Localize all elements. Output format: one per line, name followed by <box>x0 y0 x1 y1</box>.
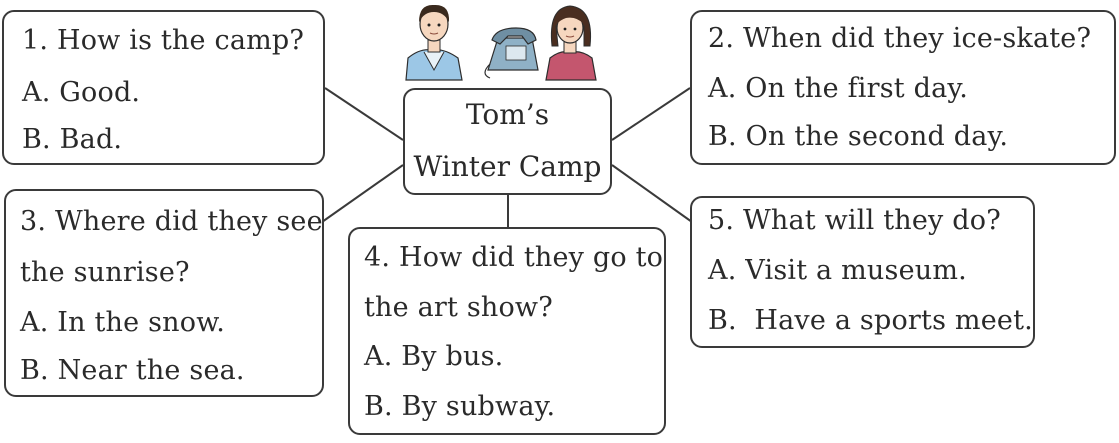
center-topic-box: Tom’s Winter Camp <box>403 88 612 195</box>
connector-q5 <box>611 164 693 223</box>
option-a: A. On the first day. <box>708 73 969 104</box>
option-b: B. Near the sea. <box>20 355 245 386</box>
question-text-line-1: 3. Where did they see <box>20 206 323 237</box>
option-a: A. In the snow. <box>20 307 226 338</box>
question-box-2: 2. When did they ice-skate? A. On the fi… <box>690 10 1116 165</box>
question-text: 5. What will they do? <box>708 205 1001 236</box>
connector-q3 <box>321 164 404 223</box>
connector-q2 <box>611 87 691 141</box>
question-box-3: 3. Where did they see the sunrise? A. In… <box>4 189 324 397</box>
telephone-icon <box>484 27 539 79</box>
center-title-line-1: Tom’s <box>465 98 550 131</box>
question-text-line-2: the art show? <box>364 292 553 323</box>
option-a: A. By bus. <box>364 341 504 372</box>
connector-q1 <box>324 87 404 141</box>
question-text: 2. When did they ice-skate? <box>708 23 1092 54</box>
phone-call-illustration <box>405 4 597 81</box>
question-text: 1. How is the camp? <box>22 25 305 56</box>
option-b: B. On the second day. <box>708 121 1009 152</box>
question-box-4: 4. How did they go to the art show? A. B… <box>348 227 666 435</box>
question-text-line-2: the sunrise? <box>20 257 190 288</box>
question-box-1: 1. How is the camp? A. Good. B. Bad. <box>2 10 325 165</box>
girl-icon <box>545 5 597 81</box>
boy-icon <box>405 4 463 81</box>
option-a: A. Visit a museum. <box>708 255 967 286</box>
question-box-5: 5. What will they do? A. Visit a museum.… <box>690 196 1035 348</box>
option-a: A. Good. <box>22 77 141 108</box>
question-text-line-1: 4. How did they go to <box>364 242 664 273</box>
center-title-line-2: Winter Camp <box>413 150 602 183</box>
option-b: B. By subway. <box>364 391 556 422</box>
option-b: B. Bad. <box>22 124 123 155</box>
option-b: B. Have a sports meet. <box>708 305 1033 336</box>
